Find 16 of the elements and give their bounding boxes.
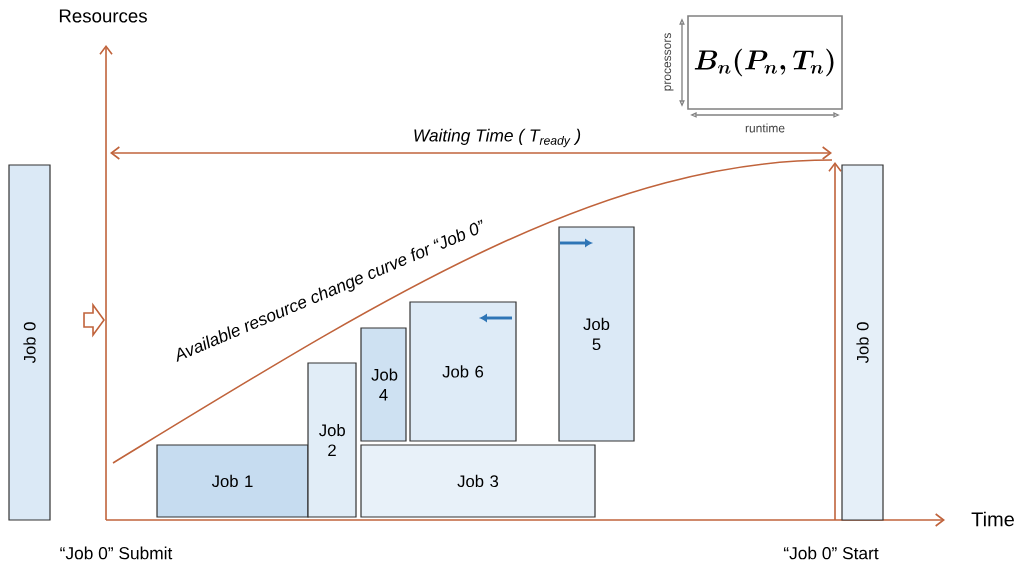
formula-box: $B_n(P_n,T_n)$ — [687, 15, 843, 110]
job-box: Job 4 — [360, 327, 407, 442]
dimension-label: runtime — [745, 123, 785, 133]
job-box: Job 5 — [558, 226, 635, 442]
axis-label: Resources — [59, 9, 147, 23]
event-label: “Job 0” Submit — [60, 546, 173, 560]
axis-label: Time — [971, 511, 1014, 527]
event-label: “Job 0” Start — [783, 546, 879, 560]
job-box: Job 0 — [8, 164, 51, 521]
job-box: Job 0 — [841, 164, 884, 521]
job-box: Job 6 — [409, 301, 517, 442]
job-box: Job 3 — [360, 444, 596, 518]
job-box: Job 1 — [156, 444, 309, 518]
job-box: Job 2 — [307, 362, 357, 518]
dimension-label: processors — [664, 33, 674, 91]
dimension-label: Waiting Time ( T$_{ready}$ ) — [414, 128, 581, 148]
